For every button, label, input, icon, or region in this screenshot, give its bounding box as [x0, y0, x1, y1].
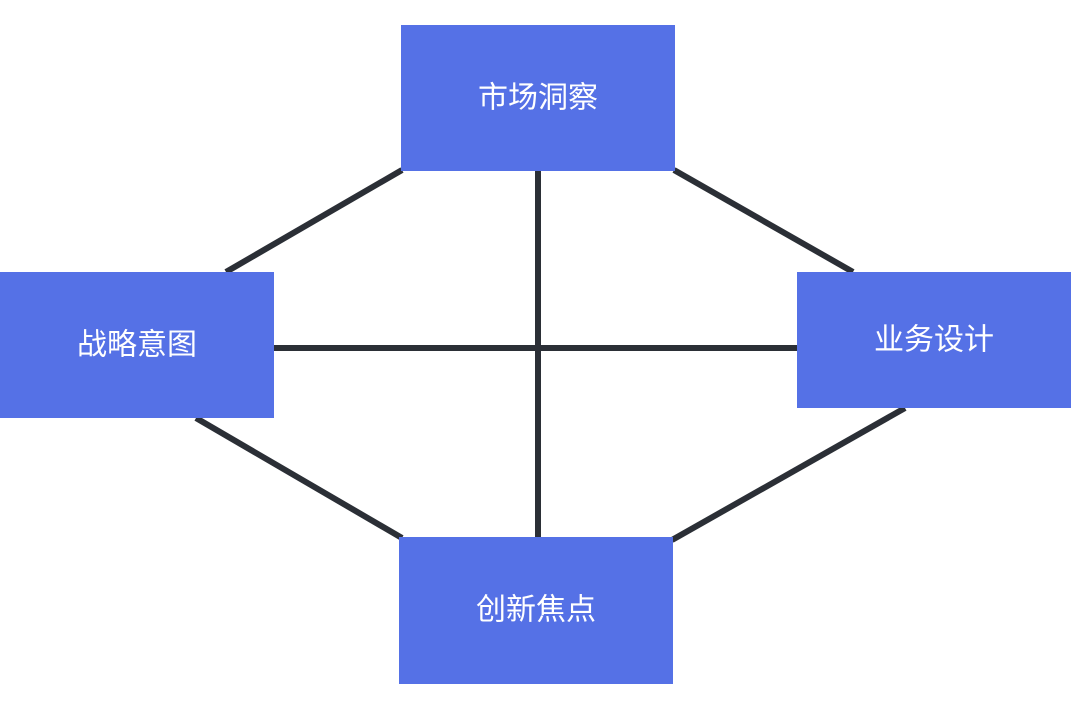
- connector-group: [194, 167, 907, 543]
- node-business-design: 业务设计: [797, 272, 1071, 408]
- edge-top-left: [224, 167, 404, 275]
- node-box: [797, 272, 1071, 408]
- edge-top-right: [672, 167, 855, 275]
- node-label: 业务设计: [874, 323, 994, 358]
- node-label: 创新焦点: [476, 593, 596, 628]
- node-strategic-intent: 战略意图: [0, 272, 274, 418]
- node-box: [401, 25, 675, 171]
- node-innovation-focus: 创新焦点: [399, 537, 673, 684]
- node-box: [0, 272, 274, 418]
- node-label: 战略意图: [77, 328, 197, 363]
- node-box: [399, 537, 673, 684]
- node-label: 市场洞察: [478, 81, 598, 116]
- edge-right-bottom: [670, 405, 907, 543]
- edge-left-bottom: [194, 415, 404, 541]
- node-market-insight: 市场洞察: [401, 25, 675, 171]
